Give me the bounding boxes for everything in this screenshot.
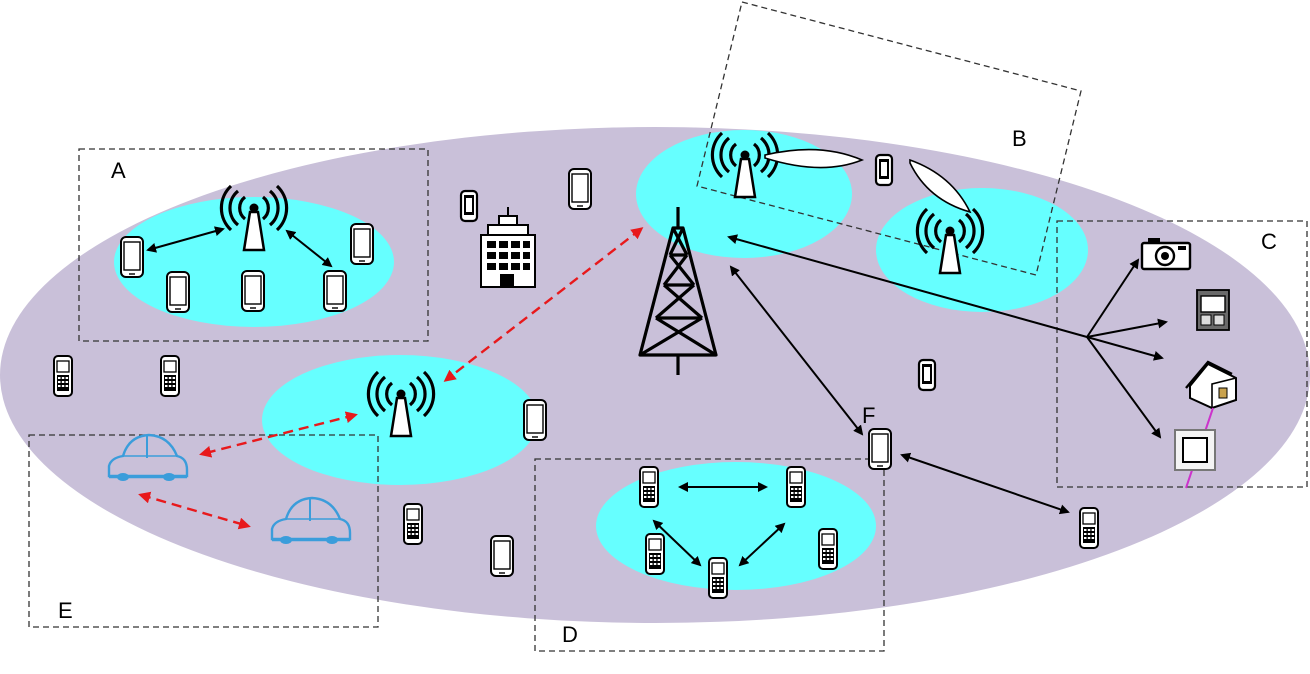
mtc-link [1086,336,1162,439]
beam-lobe [909,158,972,214]
smartphone-icon [917,358,937,392]
beam-lobe [764,148,865,169]
v2v-link [138,491,251,530]
mtc-link [1086,258,1140,338]
feature-phone-icon [786,466,806,508]
feature-phone-icon [160,355,180,397]
label-e: E [58,598,73,623]
camera-icon [1140,238,1192,271]
relay-d2d-link [900,452,1070,515]
d2d-link [738,522,786,567]
v2i-link [199,411,358,458]
feature-phone-icon [1079,507,1099,549]
smartphone-icon [350,223,374,265]
smart-meter-icon [1174,429,1216,471]
house-icon [1185,360,1237,410]
relay-smartphone-f [868,428,892,470]
meter-icon [1196,289,1230,331]
feature-phone-icon [403,503,423,545]
group-box-b [696,1,1082,276]
d2d-link [652,519,702,567]
group-box-d [534,458,885,652]
smartphone-icon [874,153,894,187]
smartphone-icon [166,271,190,313]
feature-phone-icon [53,355,73,397]
cell-tower-icon [638,207,718,375]
group-box-a [78,148,429,342]
smartphone-icon [568,168,592,210]
d2d-link [146,226,225,253]
d2d-link [285,229,333,268]
smartphone-icon [241,270,265,312]
label-f: F [862,403,875,428]
label-d: D [562,622,578,647]
small-cell-d [596,462,876,590]
smartphone-icon [523,399,547,441]
mtc-link [1086,318,1168,338]
feature-phone-icon [818,528,838,570]
mtc-uplink [727,234,1088,338]
mtc-link [1086,336,1164,361]
group-box-c [1056,220,1308,488]
backhaul-link [443,227,644,382]
label-c: C [1261,229,1277,254]
smartphone-icon [120,236,144,278]
smartphone-icon [323,270,347,312]
small-cell-right [876,188,1088,312]
smartphone-icon [490,535,514,577]
feature-phone-icon [645,533,665,575]
label-b: B [1012,126,1027,151]
label-a: A [111,158,126,183]
relay-link [729,265,864,436]
feature-phone-icon [639,466,659,508]
feature-phone-icon [708,557,728,599]
smartphone-icon [459,189,479,223]
